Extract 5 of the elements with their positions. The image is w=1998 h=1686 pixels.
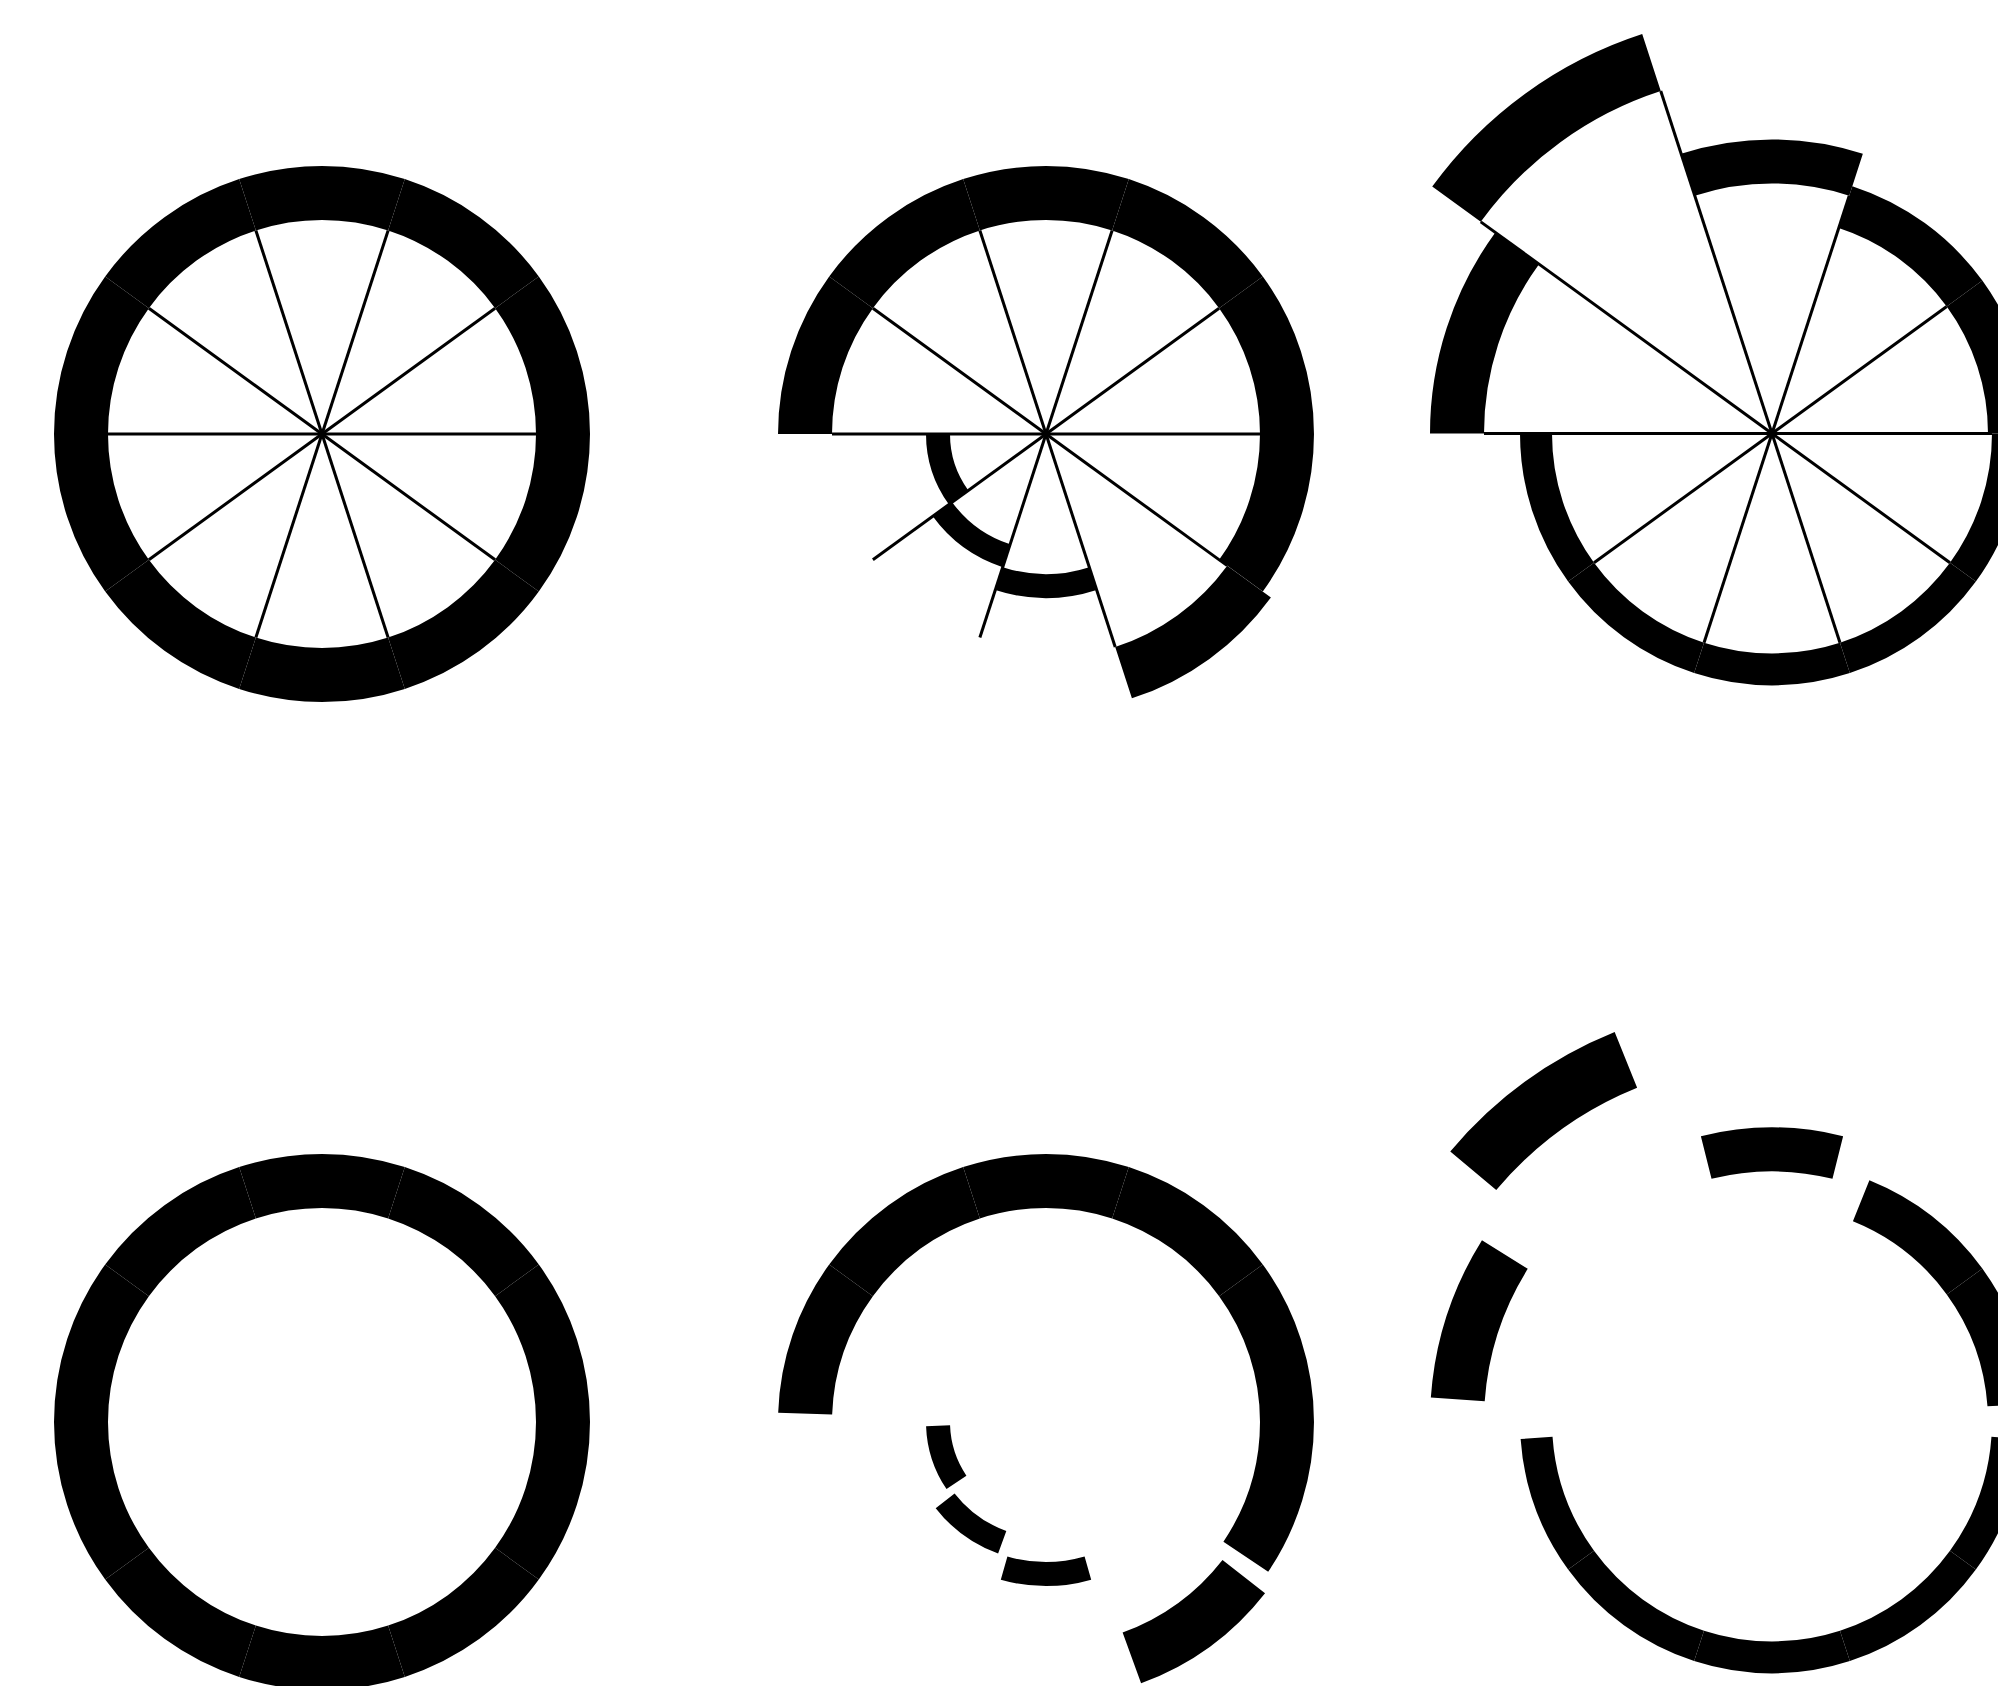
segmented-ring-drawing xyxy=(54,166,590,702)
segmented-ring-drawing xyxy=(54,1154,590,1686)
segmented-ring-drawing xyxy=(778,1154,1314,1686)
segmented-ring-drawing xyxy=(778,166,1314,699)
segmented-ring-drawing xyxy=(1430,34,1998,686)
